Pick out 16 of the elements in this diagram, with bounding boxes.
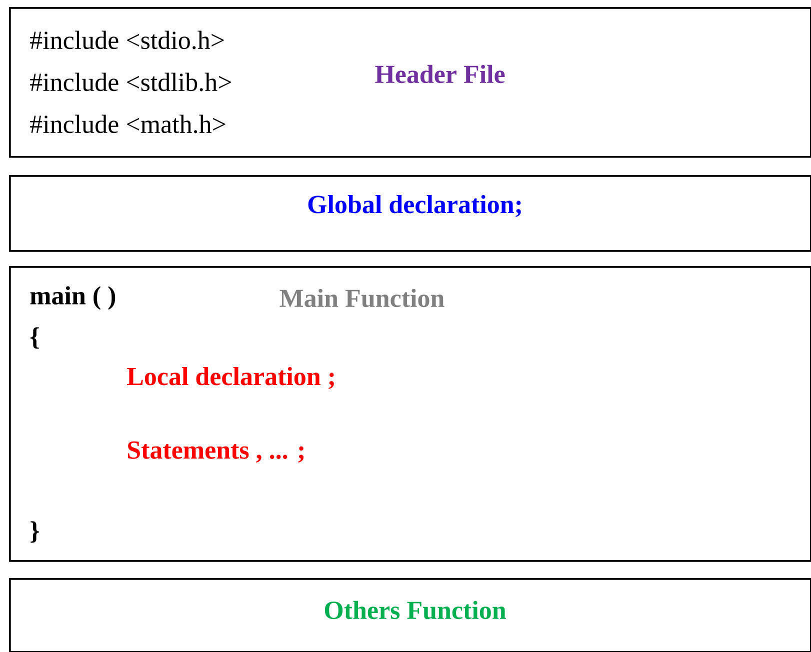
code-line: main ( ) [30, 286, 116, 310]
section-box [9, 578, 811, 652]
brace: } [30, 521, 40, 543]
code-line: #include <math.h> [30, 114, 226, 134]
code-line: Local declaration ; [127, 366, 334, 390]
section-label: Header File [375, 64, 505, 84]
function-box [9, 266, 811, 562]
code-line: #include <stdlib.h> [30, 72, 232, 92]
section-label: Main Function [280, 288, 444, 308]
section-box [9, 175, 811, 252]
code-line: Statements , ... ; [128, 441, 304, 463]
brace: { [30, 327, 39, 349]
header-box [9, 7, 811, 158]
code-line: #include <stdio.h> [30, 30, 224, 50]
section-label: Others Function [324, 600, 506, 620]
section-label: Global declaration; [308, 194, 521, 218]
